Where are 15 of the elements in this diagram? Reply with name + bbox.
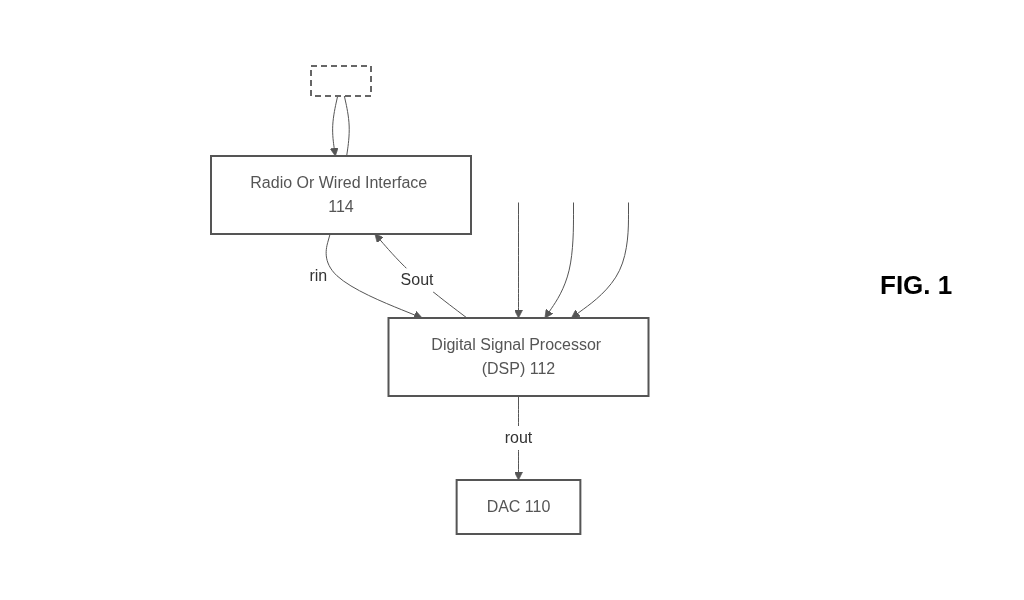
arrow <box>571 202 630 319</box>
edge-label: rin <box>309 267 328 284</box>
edge-label: Sout <box>400 271 434 289</box>
arrow <box>325 233 423 320</box>
figure-label: FIG. 1 <box>880 270 953 301</box>
arrow <box>330 95 339 157</box>
arrow <box>544 202 575 319</box>
arrow <box>514 202 524 319</box>
node-box: DAC 110 <box>455 479 582 535</box>
node-box <box>310 65 373 97</box>
node-box: Digital Signal Processor (DSP) 112 <box>387 317 650 397</box>
edge-label: rout <box>504 429 533 446</box>
connector <box>344 95 350 157</box>
node-box: Radio Or Wired Interface 114 <box>210 155 473 235</box>
arrow <box>374 233 468 319</box>
